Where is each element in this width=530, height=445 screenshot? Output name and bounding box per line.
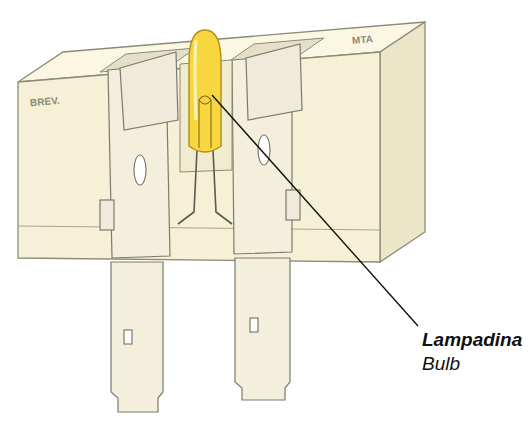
left-terminal: [100, 52, 178, 412]
bulb: [189, 30, 221, 152]
right-terminal: [232, 44, 302, 400]
bulb-leads: [178, 150, 232, 224]
housing-side: [380, 22, 425, 262]
leader-line: [212, 95, 418, 326]
bulb-highlight: [195, 40, 196, 120]
callout-label: Lampadina: [422, 330, 522, 351]
callout-translation: Bulb: [422, 354, 460, 375]
housing-skirt: [18, 226, 380, 230]
brand-mark: MTA: [352, 33, 374, 46]
bulb-filament: [199, 96, 211, 148]
